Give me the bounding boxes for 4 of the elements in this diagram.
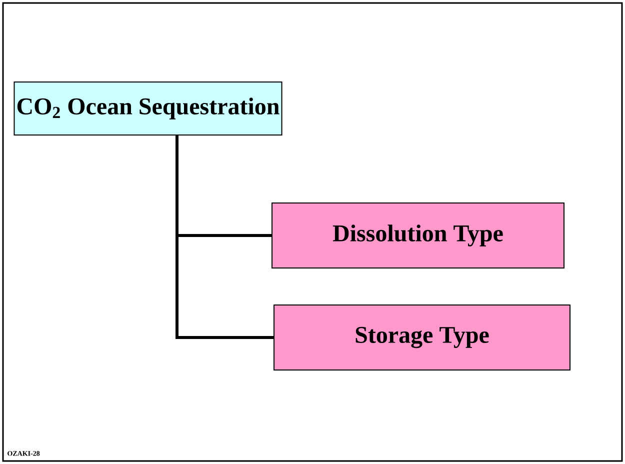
- connector-line: [176, 136, 274, 339]
- process-box: CO$_{2}$ Ocean Sequestration: [14, 82, 282, 136]
- process-box: Storage Type: [274, 304, 570, 370]
- process-box: Dissolution Type: [272, 202, 564, 268]
